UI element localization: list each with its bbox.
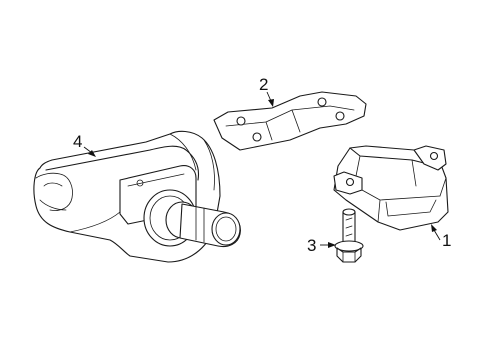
callout-4-label: 4 bbox=[73, 132, 82, 151]
callout-3-label: 3 bbox=[307, 236, 316, 255]
bracket-hole-3 bbox=[317, 97, 327, 107]
bolt bbox=[334, 208, 364, 263]
bracket-hole-1 bbox=[236, 116, 246, 126]
callout-1: 1 bbox=[431, 224, 451, 250]
callout-2-label: 2 bbox=[259, 75, 268, 94]
callout-3: 3 bbox=[307, 236, 336, 255]
mounting-bracket bbox=[213, 91, 367, 151]
callout-1-label: 1 bbox=[442, 231, 451, 250]
tire-pressure-sensor bbox=[33, 130, 241, 263]
callout-2: 2 bbox=[259, 75, 274, 107]
bracket-hole-2 bbox=[252, 132, 262, 142]
module-hole-right bbox=[429, 151, 439, 161]
callout-4: 4 bbox=[73, 132, 96, 157]
sensor-module bbox=[333, 145, 449, 231]
module-hole-left bbox=[345, 177, 355, 187]
bracket-hole-4 bbox=[335, 111, 345, 121]
